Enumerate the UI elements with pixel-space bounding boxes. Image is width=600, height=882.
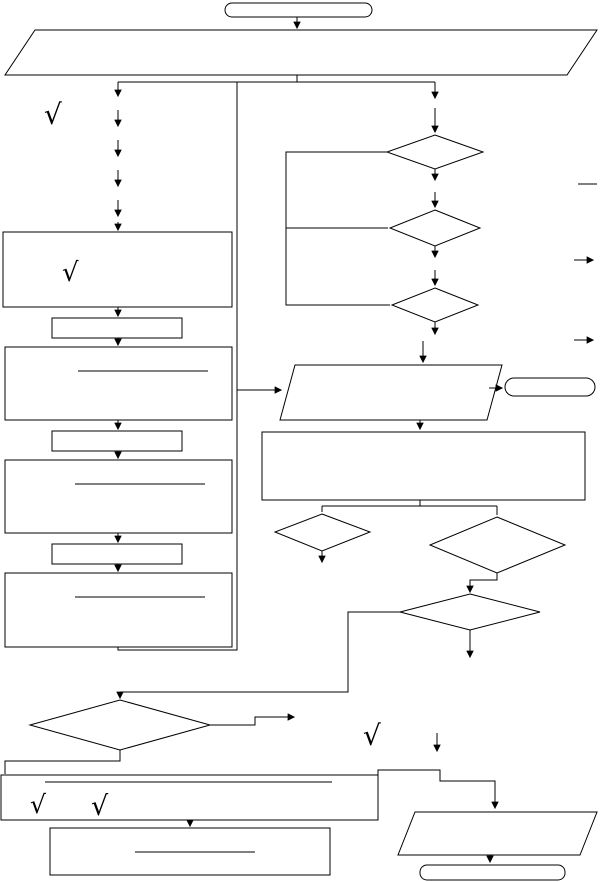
- flow-line: [4, 750, 121, 774]
- splitter-line: [321, 500, 498, 515]
- flow-arrow: [466, 573, 498, 594]
- input-parallelogram-top: [4, 29, 598, 76]
- io-parallelogram-mid: [279, 364, 503, 421]
- process-box-h: [261, 431, 586, 501]
- decision-7: [28, 699, 212, 751]
- process-box-d: [51, 430, 183, 452]
- process-box-c: [4, 346, 233, 421]
- start-terminator: [224, 2, 373, 18]
- loop-line: [120, 611, 400, 693]
- process-box-e: [4, 459, 233, 534]
- process-box-a: [2, 231, 233, 308]
- radical-symbol: √: [62, 258, 79, 288]
- loop-bracket: [285, 151, 390, 306]
- flow-arrow: [210, 713, 296, 726]
- flow-line: [117, 82, 238, 651]
- end-terminator: [419, 864, 566, 881]
- decision-5: [428, 516, 567, 574]
- flow-arrow: [377, 769, 499, 810]
- radical-symbol: √: [91, 791, 109, 822]
- process-box-g: [4, 572, 233, 648]
- radical-symbol: √: [30, 790, 46, 819]
- terminator-side: [504, 377, 596, 397]
- decision-2: [388, 209, 482, 247]
- process-box-f: [51, 543, 183, 565]
- decision-1: [385, 134, 485, 170]
- decision-6: [399, 593, 541, 631]
- decision-4: [273, 513, 372, 552]
- radical-symbol: √: [363, 719, 381, 752]
- flow-line: [118, 75, 435, 83]
- decision-3: [390, 287, 480, 323]
- radical-symbol: √: [44, 98, 62, 131]
- io-parallelogram-bottom: [397, 811, 598, 856]
- process-box-b: [51, 317, 183, 339]
